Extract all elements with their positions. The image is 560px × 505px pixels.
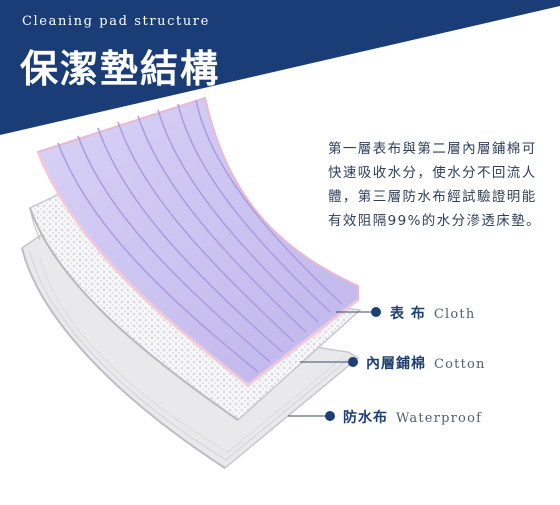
cotton-label-zh: 內層鋪棉 — [366, 356, 426, 372]
cloth-label-zh: 表 布 — [390, 306, 426, 322]
header-subtitle: Cleaning pad structure — [22, 14, 210, 29]
waterproof-label-zh: 防水布 — [343, 410, 388, 426]
description-line: 快速吸收水分，使水分不回流人 — [328, 165, 537, 181]
cloth-layer — [36, 96, 359, 387]
cloth-label-en: Cloth — [433, 307, 476, 322]
cloth-bullet-icon — [371, 307, 381, 317]
cotton-bullet-icon — [348, 357, 358, 367]
waterproof-bullet-icon — [325, 411, 335, 421]
description-text: 第一層表布與第二層內層鋪棉可 快速吸收水分，使水分不回流人 體，第三層防水布經試… — [328, 137, 558, 233]
header-banner — [0, 0, 560, 135]
cloth-label: 表 布 Cloth — [390, 303, 475, 323]
cotton-label: 內層鋪棉 Cotton — [366, 353, 486, 373]
waterproof-label-en: Waterproof — [396, 411, 483, 426]
waterproof-label: 防水布 Waterproof — [343, 407, 482, 427]
description-line: 體，第三層防水布經試驗證明能 — [328, 189, 537, 205]
cotton-label-en: Cotton — [434, 357, 486, 372]
description-line: 有效阻隔99%的水分滲透床墊。 — [328, 213, 542, 229]
description-line: 第一層表布與第二層內層鋪棉可 — [328, 141, 537, 157]
page-title: 保潔墊結構 — [20, 47, 221, 91]
